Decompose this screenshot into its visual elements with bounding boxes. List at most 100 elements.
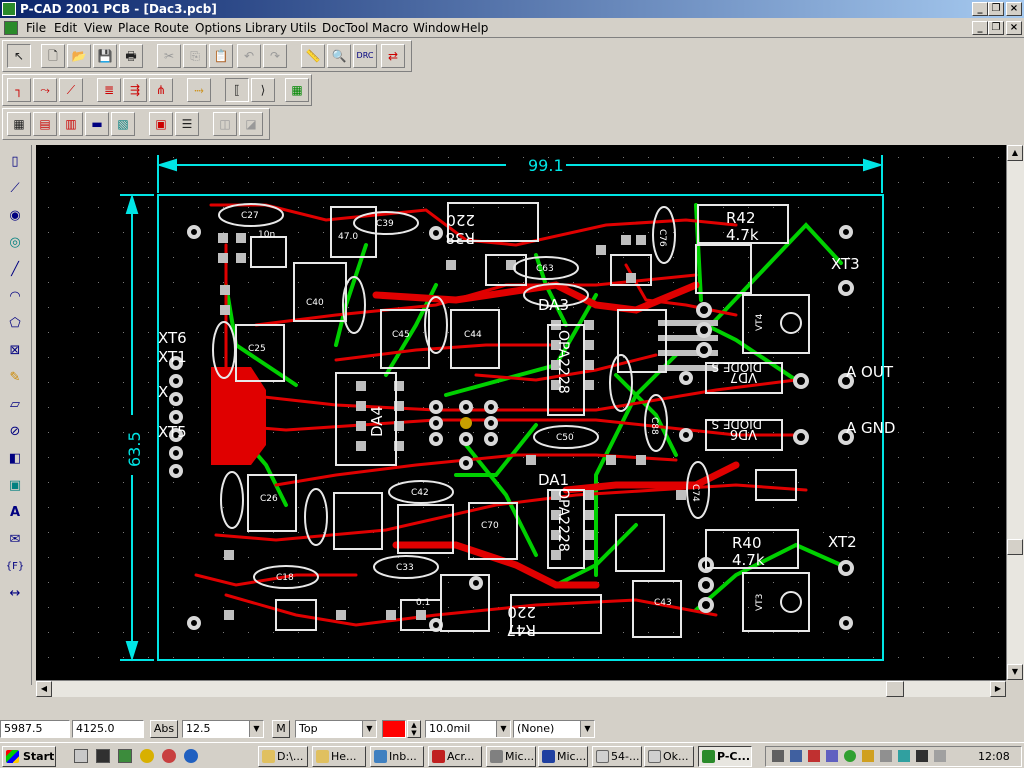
place-via-icon[interactable]: ◎ bbox=[9, 235, 21, 250]
tray-pen-icon[interactable] bbox=[880, 750, 892, 762]
place-arc-icon[interactable]: ◠ bbox=[9, 289, 21, 304]
pcb-workspace[interactable]: 99.1 63.5 bbox=[36, 145, 1006, 680]
zoom-icon[interactable]: 🔍 bbox=[327, 44, 351, 68]
scroll-up-arrow-icon[interactable]: ▲ bbox=[1007, 145, 1023, 161]
route-fanout-icon[interactable]: ⋔ bbox=[149, 78, 173, 102]
grid-table-icon[interactable]: ▦ bbox=[7, 112, 31, 136]
menu-file[interactable]: File bbox=[26, 21, 47, 35]
task-pcad-active[interactable]: P-C... bbox=[698, 746, 752, 767]
place-cutout-icon[interactable]: ⊠ bbox=[9, 343, 21, 358]
quicklaunch-player-icon[interactable] bbox=[162, 749, 176, 763]
image-icon[interactable]: ▧ bbox=[111, 112, 135, 136]
menu-route[interactable]: Route bbox=[154, 21, 189, 35]
layer-color-swatch[interactable] bbox=[382, 720, 406, 738]
close-button[interactable]: × bbox=[1006, 2, 1022, 16]
scroll-left-arrow-icon[interactable]: ◀ bbox=[36, 681, 52, 697]
place-component-icon[interactable]: ▯ bbox=[11, 154, 19, 169]
menu-window[interactable]: Window bbox=[413, 21, 461, 35]
layer-dropdown-arrow-icon[interactable]: ▼ bbox=[362, 721, 376, 737]
menu-edit[interactable]: Edit bbox=[54, 21, 78, 35]
layer-spin-icon[interactable]: ▲▼ bbox=[407, 720, 421, 738]
route-arc-icon[interactable]: ⟩ bbox=[251, 78, 275, 102]
print-icon[interactable]: 🖶 bbox=[119, 44, 143, 68]
route-push-icon[interactable]: ⤑ bbox=[187, 78, 211, 102]
task-ok[interactable]: Ok... bbox=[644, 746, 694, 767]
quicklaunch-desktop-icon[interactable] bbox=[74, 749, 88, 763]
menu-view[interactable]: View bbox=[84, 21, 113, 35]
properties-icon[interactable]: ◫ bbox=[213, 112, 237, 136]
open-folder-icon[interactable]: 📂 bbox=[67, 44, 91, 68]
task-microsoft-1[interactable]: Mic... bbox=[486, 746, 536, 767]
tray-monitor-icon[interactable] bbox=[898, 750, 910, 762]
net-dropdown-arrow-icon[interactable]: ▼ bbox=[580, 721, 594, 737]
layer-select[interactable]: Top ▼ bbox=[295, 720, 377, 738]
abs-button[interactable]: Abs bbox=[150, 720, 178, 738]
quicklaunch-console-icon[interactable] bbox=[96, 749, 110, 763]
doc-close-button[interactable]: × bbox=[1006, 21, 1022, 35]
select-pointer-icon[interactable]: ↖ bbox=[7, 44, 31, 68]
quicklaunch-browser-icon[interactable] bbox=[184, 749, 198, 763]
list-icon[interactable]: ☰ bbox=[175, 112, 199, 136]
tray-app-icon[interactable] bbox=[826, 750, 838, 762]
place-line-icon[interactable]: ╱ bbox=[11, 262, 19, 277]
copy-icon[interactable]: ⎘ bbox=[183, 44, 207, 68]
task-inbox[interactable]: Inb... bbox=[370, 746, 424, 767]
grid-dropdown-arrow-icon[interactable]: ▼ bbox=[249, 721, 263, 737]
cut-icon[interactable]: ✂ bbox=[157, 44, 181, 68]
route-multi-icon[interactable]: ⇶ bbox=[123, 78, 147, 102]
new-file-icon[interactable]: 🗋 bbox=[41, 44, 65, 68]
minimize-button[interactable]: _ bbox=[972, 2, 988, 16]
vertical-scrollbar[interactable]: ▲ ▼ bbox=[1006, 145, 1024, 680]
route-bus-icon[interactable]: ≣ bbox=[97, 78, 121, 102]
undo-icon[interactable]: ↶ bbox=[237, 44, 261, 68]
pattern-icon[interactable]: ▬ bbox=[85, 112, 109, 136]
antivirus-icon[interactable] bbox=[844, 750, 856, 762]
menu-macro[interactable]: Macro bbox=[372, 21, 409, 35]
tray-display-icon[interactable] bbox=[916, 750, 928, 762]
menu-doctool[interactable]: DocTool bbox=[322, 21, 369, 35]
y-coordinate-field[interactable]: 4125.0 bbox=[72, 720, 144, 738]
layers-icon[interactable]: ▤ bbox=[33, 112, 57, 136]
place-copper-pour-icon[interactable]: ✎ bbox=[9, 370, 21, 385]
task-document[interactable]: 54-... bbox=[592, 746, 642, 767]
menu-help[interactable]: Help bbox=[461, 21, 489, 35]
paste-icon[interactable]: 📋 bbox=[209, 44, 233, 68]
place-polygon-icon[interactable]: ⬠ bbox=[9, 316, 21, 331]
network-icon[interactable] bbox=[790, 750, 802, 762]
route-hug-icon[interactable]: ⟦ bbox=[225, 78, 249, 102]
quicklaunch-media-icon[interactable] bbox=[140, 749, 154, 763]
m-button[interactable]: M bbox=[272, 720, 290, 738]
horizontal-scrollbar[interactable]: ◀ ▶ bbox=[36, 680, 1006, 697]
start-button[interactable]: Start bbox=[2, 746, 56, 767]
attributes-icon[interactable]: ◪ bbox=[239, 112, 263, 136]
library-icon[interactable]: ▥ bbox=[59, 112, 83, 136]
scroll-right-arrow-icon[interactable]: ▶ bbox=[990, 681, 1006, 697]
task-acrobat[interactable]: Acr... bbox=[428, 746, 482, 767]
task-explorer[interactable]: D:\... bbox=[258, 746, 308, 767]
place-text-icon[interactable]: A bbox=[9, 505, 21, 520]
route-interactive-icon[interactable]: ⤳ bbox=[33, 78, 57, 102]
menu-library[interactable]: Library bbox=[245, 21, 287, 35]
drc-icon[interactable]: DRC bbox=[353, 44, 377, 68]
menu-options[interactable]: Options bbox=[195, 21, 242, 35]
maximize-button[interactable]: ❐ bbox=[988, 2, 1004, 16]
scroll-down-arrow-icon[interactable]: ▼ bbox=[1007, 664, 1023, 680]
net-select[interactable]: (None) ▼ bbox=[513, 720, 595, 738]
route-manual-icon[interactable]: ┐ bbox=[7, 78, 31, 102]
save-icon[interactable]: 💾 bbox=[93, 44, 117, 68]
component-icon[interactable]: ▣ bbox=[149, 112, 173, 136]
width-dropdown-arrow-icon[interactable]: ▼ bbox=[496, 721, 510, 737]
menu-utils[interactable]: Utils bbox=[290, 21, 317, 35]
grid-select[interactable]: 12.5 ▼ bbox=[182, 720, 264, 738]
place-field-icon[interactable]: {F} bbox=[5, 561, 25, 572]
place-keepout-icon[interactable]: ⊘ bbox=[9, 424, 21, 439]
tray-speaker-icon[interactable] bbox=[934, 750, 946, 762]
horizontal-scroll-thumb[interactable] bbox=[886, 681, 904, 697]
place-room-icon[interactable]: ◧ bbox=[8, 451, 22, 466]
place-plane-icon[interactable]: ▱ bbox=[10, 397, 20, 412]
measure-ruler-icon[interactable]: 📏 bbox=[301, 44, 325, 68]
route-autoroute-icon[interactable]: ▦ bbox=[285, 78, 309, 102]
place-pad-icon[interactable]: ◉ bbox=[9, 208, 21, 223]
line-width-select[interactable]: 10.0mil ▼ bbox=[425, 720, 511, 738]
task-help[interactable]: He... bbox=[312, 746, 366, 767]
